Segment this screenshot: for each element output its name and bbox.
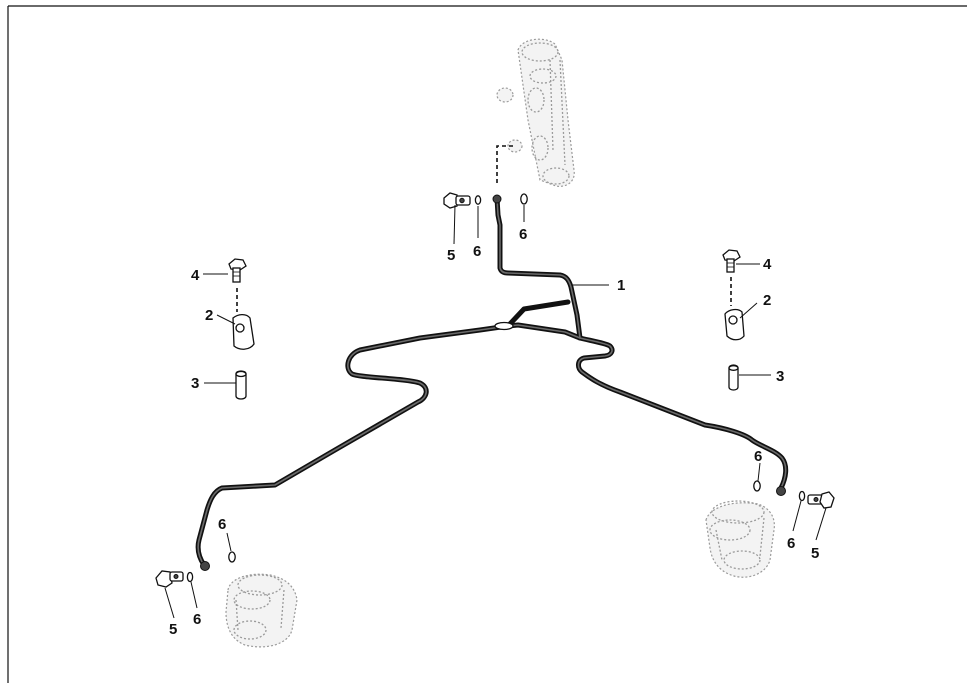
master-cylinder-ghost [496, 38, 575, 187]
label-washer-bottom-left-b: 6 [218, 516, 226, 533]
label-washer-bottom-right-a: 6 [787, 535, 795, 552]
washer-bottom-right-a [798, 490, 806, 502]
caliper-left-ghost [225, 573, 298, 648]
leader-lines [164, 204, 827, 619]
pipe-end-fitting-top [492, 194, 502, 204]
washer-bottom-left-b [228, 551, 236, 563]
label-sleeve-left: 3 [191, 375, 199, 392]
label-washer-top-b: 6 [519, 226, 527, 243]
clamp-bolt-right [722, 249, 741, 273]
pipe-end-fitting-right [776, 486, 786, 496]
clamp-bolt-left [228, 258, 247, 283]
washer-top-a [474, 195, 482, 205]
label-pipe: 1 [617, 277, 625, 294]
sleeve-left [235, 370, 247, 400]
label-clamp-bolt-right: 4 [763, 256, 772, 273]
washer-bottom-right-b [753, 480, 761, 492]
label-clamp-left: 2 [205, 307, 213, 324]
label-washer-bottom-right-b: 6 [754, 448, 762, 465]
label-sleeve-right: 3 [776, 368, 784, 385]
label-washer-bottom-left-a: 6 [193, 611, 201, 628]
washer-bottom-left-a [186, 571, 194, 583]
clamp-left [232, 313, 255, 350]
washer-top-b [520, 193, 528, 205]
mc-connection-dashed-line [496, 145, 513, 185]
banjo-bolt-bottom-left [155, 570, 184, 588]
clamp-right [724, 308, 745, 341]
brake-pipe [195, 194, 789, 571]
pipe-junction [494, 321, 514, 331]
sleeve-right [728, 364, 739, 391]
label-banjo-bolt-top: 5 [447, 247, 455, 264]
caliper-right-ghost [705, 500, 775, 578]
banjo-bolt-top [443, 192, 471, 209]
banjo-bolt-bottom-right [807, 491, 835, 509]
label-clamp-right: 2 [763, 292, 771, 309]
label-banjo-bolt-bottom-left: 5 [169, 621, 177, 638]
label-banjo-bolt-bottom-right: 5 [811, 545, 819, 562]
label-clamp-bolt-left: 4 [191, 267, 200, 284]
pipe-end-fitting-left [200, 561, 210, 571]
label-washer-top-a: 6 [473, 243, 481, 260]
